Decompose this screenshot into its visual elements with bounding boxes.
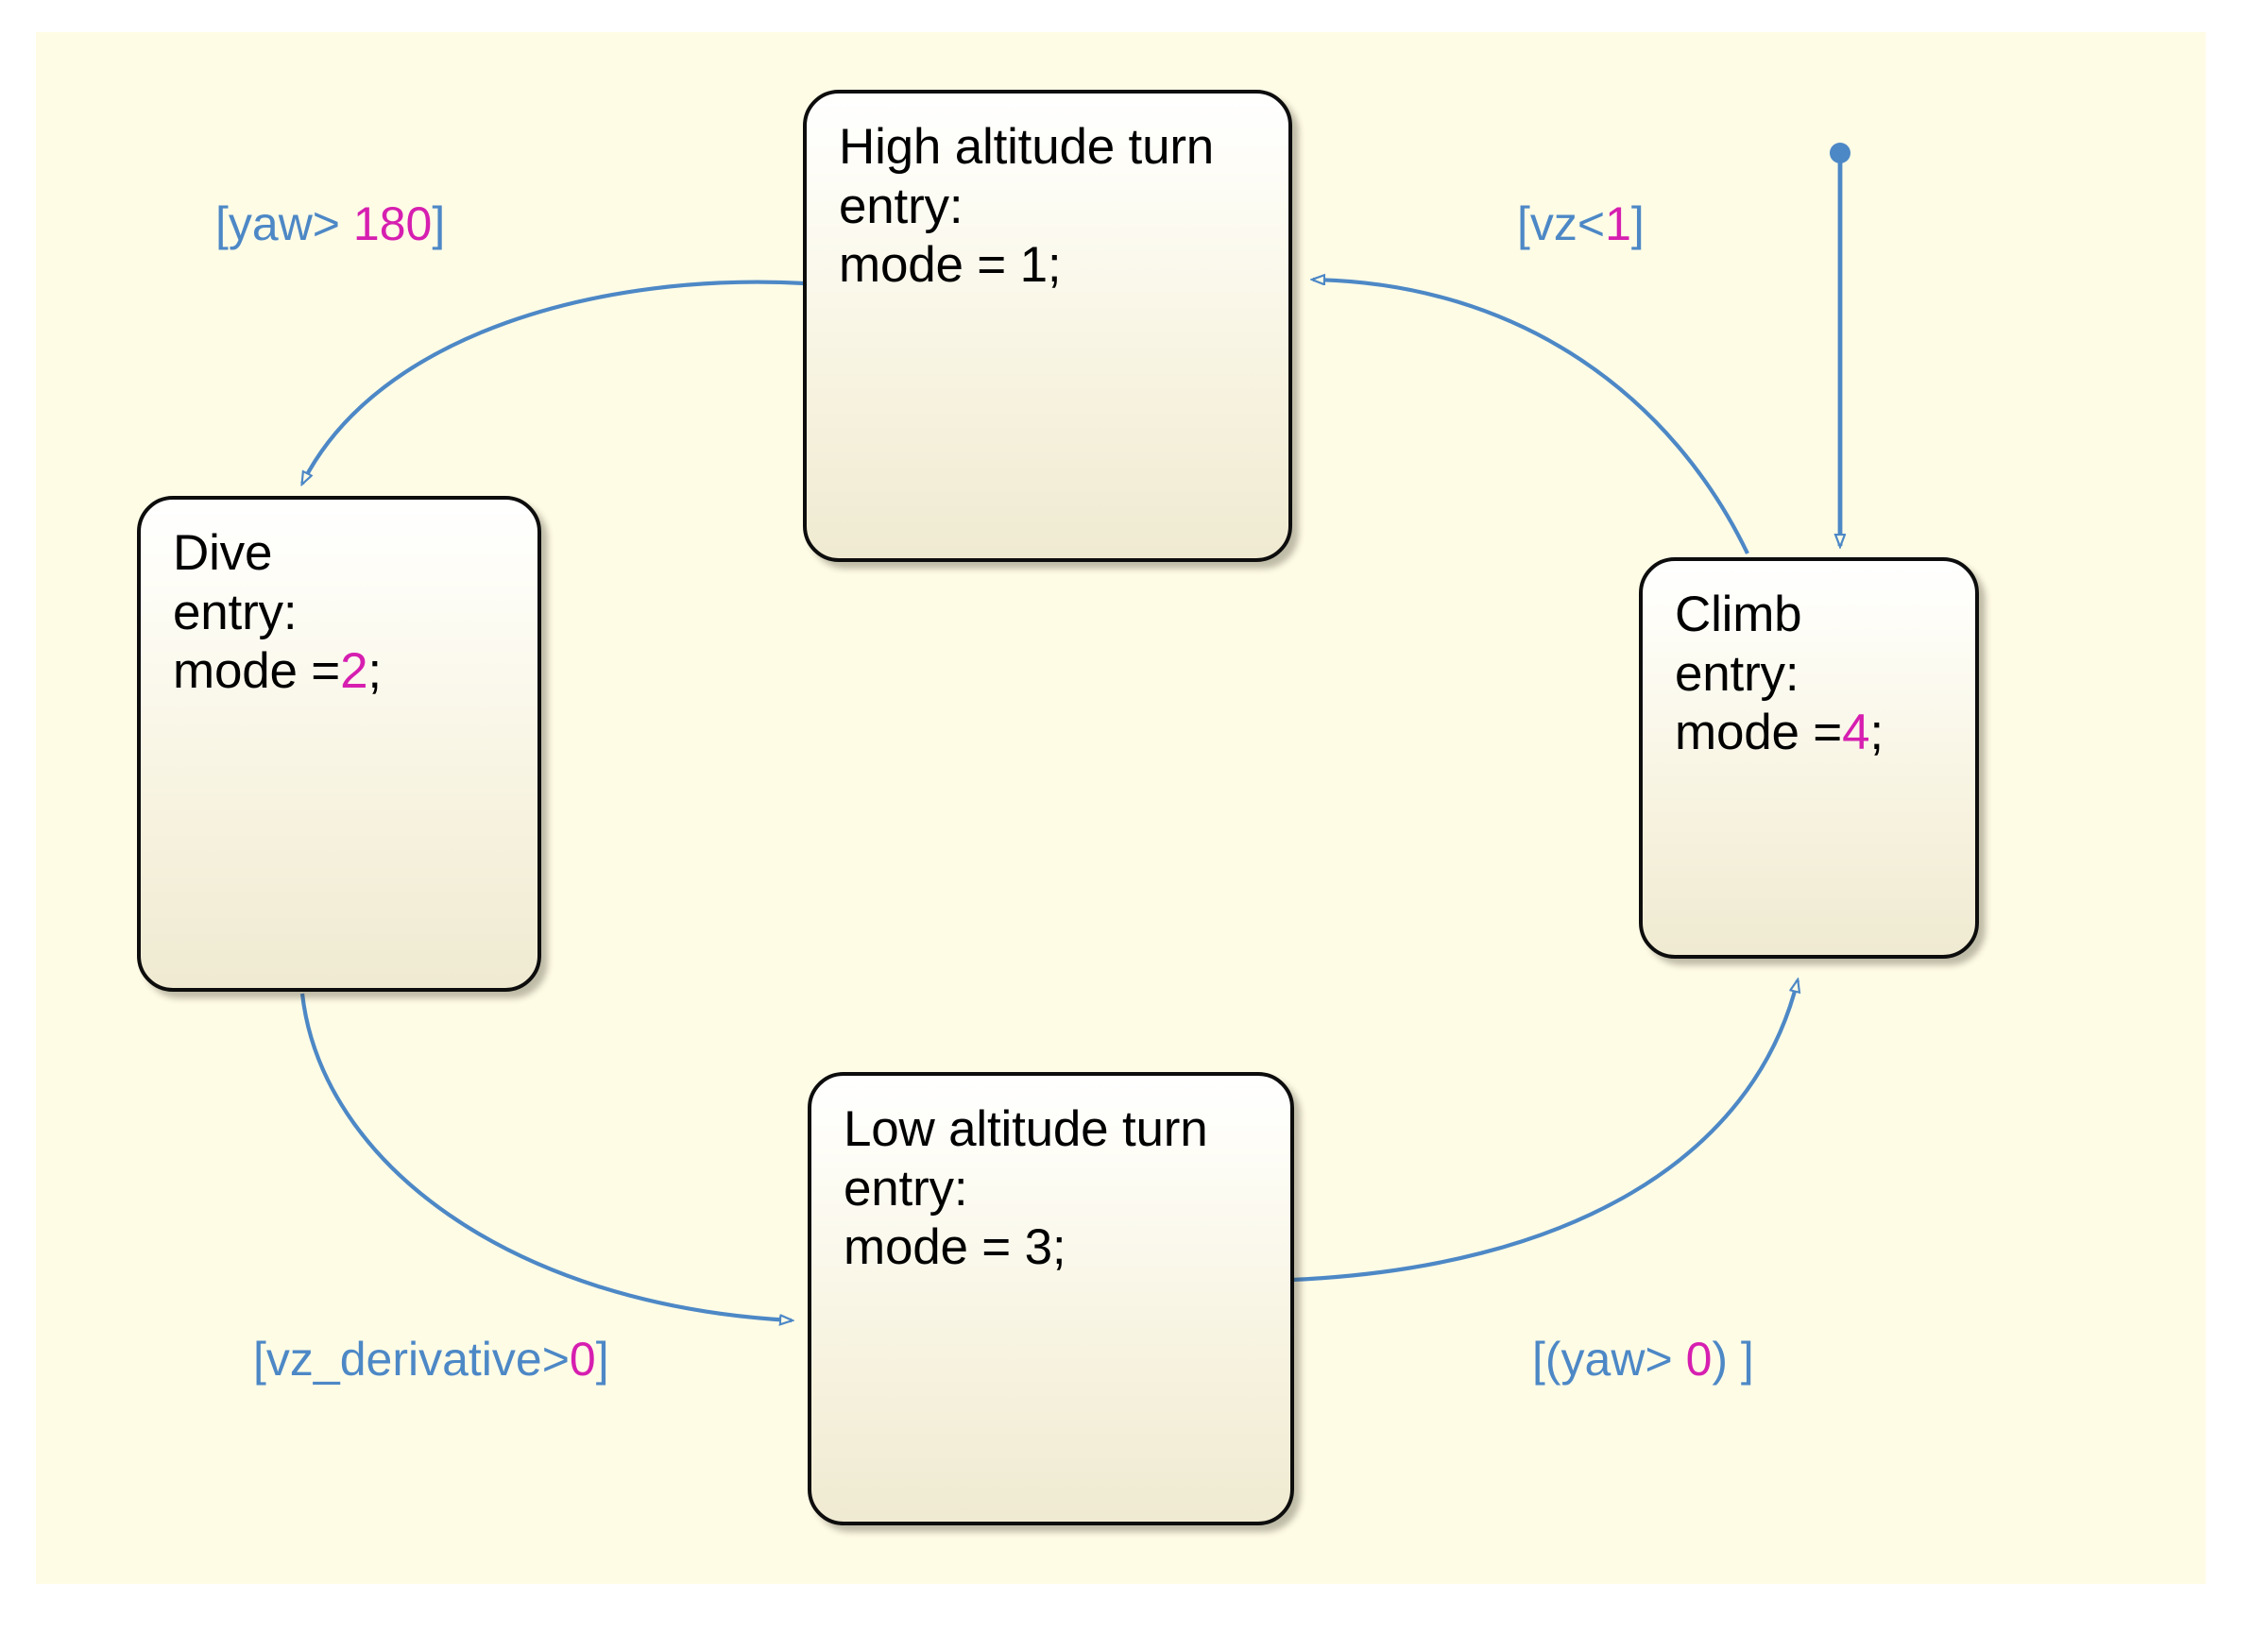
condition-prefix: [vz_derivative> <box>253 1333 570 1386</box>
default-transition-climb[interactable] <box>1830 143 1850 546</box>
state-name-label: High altitude turn <box>839 119 1215 175</box>
action-value: 2 <box>340 643 368 700</box>
condition-value: 0 <box>1685 1333 1713 1386</box>
action-prefix: mode = <box>844 1219 1025 1276</box>
state-name-label: Climb <box>1675 587 1802 642</box>
condition-value: 180 <box>352 197 433 250</box>
transition-label-dive-to-low[interactable]: [vz_derivative>0] <box>253 1332 609 1387</box>
state-entry-keyword: entry: <box>173 584 298 640</box>
transition-label-high-to-dive[interactable]: [yaw> 180] <box>215 196 445 251</box>
transition-climb-to-high[interactable] <box>1313 280 1749 554</box>
state-high-altitude-turn[interactable]: High altitude turn entry: mode = 1; <box>803 90 1292 562</box>
condition-suffix: ] <box>1630 197 1645 250</box>
action-value: 3 <box>1024 1219 1052 1276</box>
state-entry-keyword: entry: <box>839 178 963 234</box>
condition-value: 1 <box>1605 197 1631 250</box>
action-prefix: mode = <box>839 237 1020 294</box>
action-suffix: ; <box>1051 1219 1066 1276</box>
state-entry-action: mode =4; <box>1675 704 1975 763</box>
state-entry-action: mode = 3; <box>844 1218 1290 1278</box>
action-prefix: mode = <box>173 643 341 700</box>
condition-suffix: ] <box>595 1333 609 1386</box>
state-dive[interactable]: Dive entry: mode =2; <box>137 496 541 992</box>
condition-prefix: [vz< <box>1517 197 1606 250</box>
state-name-label: Low altitude turn <box>844 1101 1208 1157</box>
action-prefix: mode = <box>1675 705 1843 761</box>
transition-label-climb-to-high[interactable]: [vz<1] <box>1517 196 1645 251</box>
transition-high-to-dive[interactable] <box>300 280 806 484</box>
transition-label-low-to-climb[interactable]: [(yaw> 0) ] <box>1532 1332 1754 1387</box>
condition-prefix: [(yaw> <box>1532 1333 1686 1386</box>
action-suffix: ; <box>367 643 382 700</box>
state-entry-keyword: entry: <box>1675 645 1799 702</box>
state-entry-keyword: entry: <box>844 1160 968 1217</box>
default-transition-dot <box>1830 143 1850 163</box>
action-value: 4 <box>1842 705 1870 761</box>
transition-dive-to-low[interactable] <box>299 993 792 1320</box>
action-value: 1 <box>1019 237 1048 294</box>
condition-suffix: ) ] <box>1712 1333 1754 1386</box>
condition-prefix: [yaw> <box>215 197 353 250</box>
condition-suffix: ] <box>432 197 446 250</box>
state-climb[interactable]: Climb entry: mode =4; <box>1639 557 1979 959</box>
state-low-altitude-turn[interactable]: Low altitude turn entry: mode = 3; <box>808 1072 1294 1525</box>
state-entry-action: mode =2; <box>173 642 537 702</box>
state-name-label: Dive <box>173 525 273 581</box>
action-suffix: ; <box>1869 705 1884 761</box>
action-suffix: ; <box>1047 237 1062 294</box>
state-entry-action: mode = 1; <box>839 236 1288 296</box>
transition-low-to-climb[interactable] <box>1291 980 1798 1283</box>
condition-value: 0 <box>569 1333 596 1386</box>
